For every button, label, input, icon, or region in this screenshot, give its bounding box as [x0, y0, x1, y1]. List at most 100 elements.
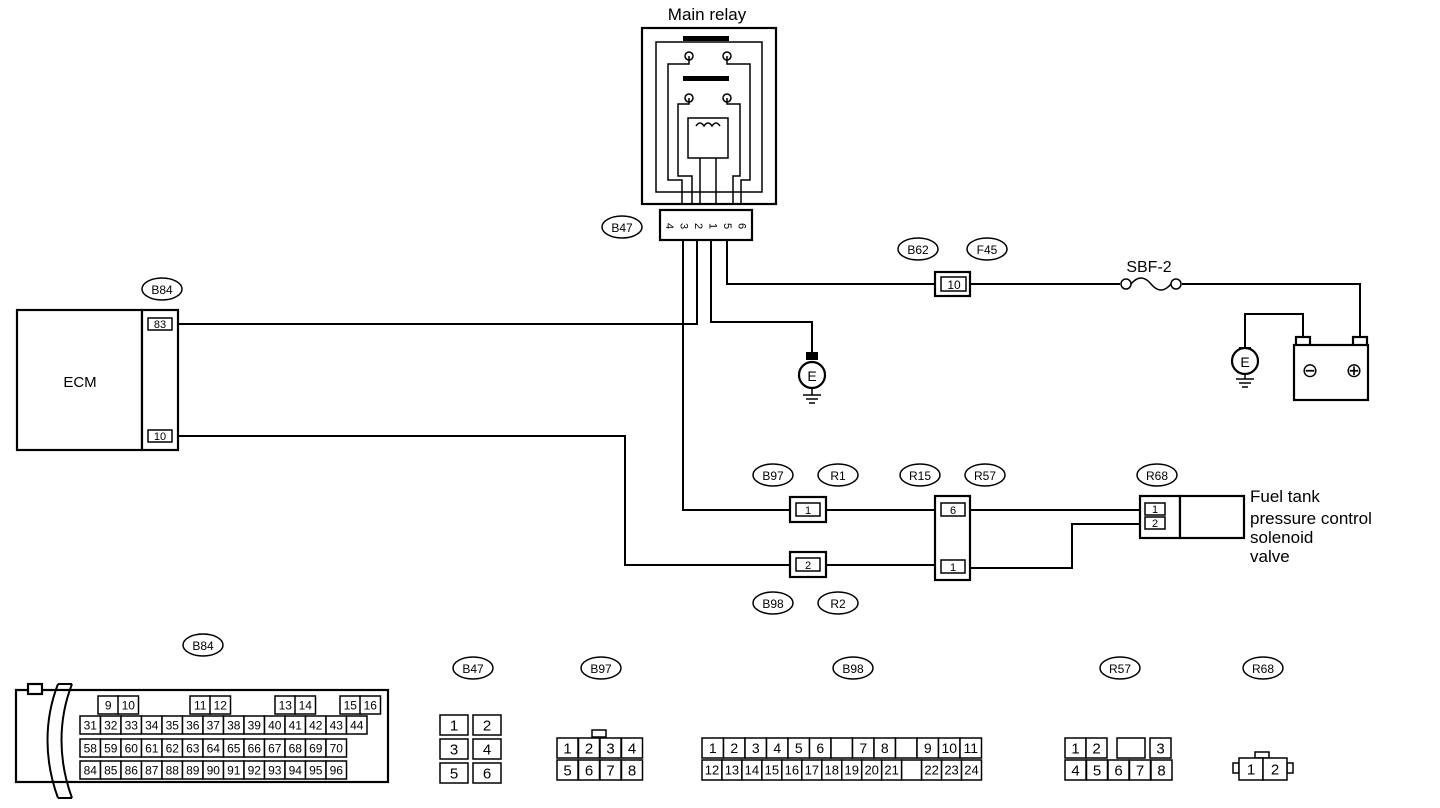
- r57-face-pin-4-label: 4: [1071, 762, 1079, 779]
- b98-face-pin-3-label: 3: [752, 740, 760, 756]
- r57-face-pin-2-label: 2: [1092, 740, 1100, 757]
- b97-face-pin-8-label: 8: [628, 762, 636, 779]
- b84-face-tag: B84: [192, 639, 214, 653]
- r57-face-pin-2-cell: [1085, 737, 1108, 759]
- ecm: ECM 83 10 B84: [15, 277, 183, 452]
- r57-face-pin-8-label: 8: [1157, 762, 1165, 779]
- b97-face-pin-6-label: 6: [585, 762, 593, 779]
- b84-pin-16-cell: [359, 695, 382, 715]
- r15-pin-6: 6: [950, 505, 956, 517]
- relay-pin-3: 3: [678, 223, 690, 229]
- r68-tag: R68: [1146, 469, 1168, 483]
- b84-pin-63-label: 63: [186, 741, 200, 755]
- r68-pin-2: 2: [1152, 518, 1158, 530]
- b47-face-pin-2-label: 2: [483, 717, 491, 734]
- b84-pin-44-cell: [345, 715, 368, 735]
- b84-pin-10-cell: [117, 695, 140, 715]
- valve-label-line3: solenoid: [1250, 528, 1313, 547]
- r57-face-pin-3-cell: [1149, 737, 1172, 759]
- ground-battery-label: E: [1240, 354, 1249, 370]
- battery-plus: ⊕: [1346, 360, 1363, 382]
- fuse-label: SBF-2: [1126, 259, 1171, 276]
- r57-face-pin-3-label: 3: [1156, 740, 1164, 757]
- b47-face-pin-5-label: 5: [450, 765, 458, 782]
- b84-pin-33-label: 33: [125, 718, 139, 732]
- b84-pin-39-label: 39: [248, 718, 262, 732]
- b84-pin-67-label: 67: [268, 741, 282, 755]
- b84-pin-89-label: 89: [186, 763, 200, 777]
- b98-face-pin-11-label: 11: [963, 740, 978, 756]
- b98-face-pin-22-label: 22: [924, 763, 938, 778]
- b84-pin-44-label: 44: [350, 718, 364, 732]
- relay-pin-6: 6: [736, 223, 748, 229]
- main-relay: Main relay: [640, 5, 778, 206]
- ecm-label: ECM: [63, 374, 96, 391]
- b84-pin-41-label: 41: [289, 718, 303, 732]
- relay-pin-5: 5: [721, 223, 733, 229]
- b47-face-pin-6-label: 6: [483, 765, 491, 782]
- b47-tag: B47: [611, 221, 633, 235]
- b84-pin-11-label: 11: [194, 698, 207, 712]
- r15-r57-connector: R15 R57 6 1: [899, 463, 1006, 582]
- b84-pin-95-label: 95: [309, 763, 323, 777]
- b84-pin-70-label: 70: [330, 741, 344, 755]
- b84-pin-88-label: 88: [166, 763, 180, 777]
- b47-face-pin-1-cell: [439, 714, 469, 736]
- ground-symbol-battery: E: [1230, 346, 1260, 388]
- b62-f45-connector: B62 F45 10: [897, 237, 1008, 298]
- b98-face-pin-blank-cell: [894, 737, 918, 759]
- ground-symbol-relay: E: [797, 352, 827, 404]
- b97-face-pin-4-cell: [620, 737, 644, 759]
- b84-pin-93-label: 93: [268, 763, 282, 777]
- b98-face-tag: B98: [842, 662, 864, 676]
- r57-face-pin-key-cell: [1116, 737, 1146, 759]
- b84-pin-61-label: 61: [145, 741, 159, 755]
- b84-pin-10-label: 10: [122, 698, 136, 712]
- r68-face-pin-2-label: 2: [1271, 761, 1279, 778]
- fuel-tank-solenoid-valve: R68 1 2 Fuel tank pressure control solen…: [1136, 463, 1372, 566]
- valve-label-line1: Fuel tank: [1250, 487, 1320, 506]
- wires: [178, 240, 1361, 569]
- b84-pin-70-cell: [325, 738, 348, 758]
- b84-pin-12-cell: [209, 695, 232, 715]
- b97-face-pin-8-cell: [620, 759, 644, 781]
- b62-tag: B62: [907, 243, 929, 257]
- b84-pin-90-label: 90: [207, 763, 221, 777]
- b84-pin-14-cell: [294, 695, 317, 715]
- b47-face-pin-4-label: 4: [483, 741, 491, 758]
- b98-face-pin-blank-cell: [900, 759, 923, 781]
- b84-pin-35-label: 35: [166, 718, 180, 732]
- b84-tag: B84: [151, 283, 173, 297]
- b84-pin-94-label: 94: [289, 763, 303, 777]
- b98-face-pin-4-label: 4: [773, 740, 781, 756]
- r68-face-pin-2-cell: [1262, 757, 1288, 781]
- b84-pin-86-label: 86: [125, 763, 139, 777]
- b98-face-pin-12-label: 12: [705, 763, 719, 778]
- r57-face-tag: R57: [1109, 662, 1131, 676]
- b62-pin-10: 10: [947, 278, 961, 292]
- b47-face-tag: B47: [462, 662, 484, 676]
- relay-pin-2: 2: [692, 223, 704, 229]
- b97-face-pin-7-label: 7: [606, 762, 614, 779]
- b97-r1-connector: B97 R1 1: [752, 463, 859, 524]
- b84-pin-13-label: 13: [279, 698, 293, 712]
- r68-face-pin-1-label: 1: [1247, 761, 1255, 778]
- b84-pin-87-label: 87: [145, 763, 159, 777]
- r1-tag: R1: [830, 469, 846, 483]
- r57-face-pin-7-label: 7: [1136, 762, 1144, 779]
- b98-face-pin-2-label: 2: [730, 740, 738, 756]
- b98-face-pin-6-label: 6: [816, 740, 824, 756]
- b98-tag: B98: [762, 597, 784, 611]
- b84-pin-91-label: 91: [227, 763, 241, 777]
- b98-face-pin-7-label: 7: [859, 740, 867, 756]
- b98-face-pin-blank-cell: [830, 737, 854, 759]
- b84-pin-36-label: 36: [186, 718, 200, 732]
- b47-face-pin-2-cell: [472, 714, 502, 736]
